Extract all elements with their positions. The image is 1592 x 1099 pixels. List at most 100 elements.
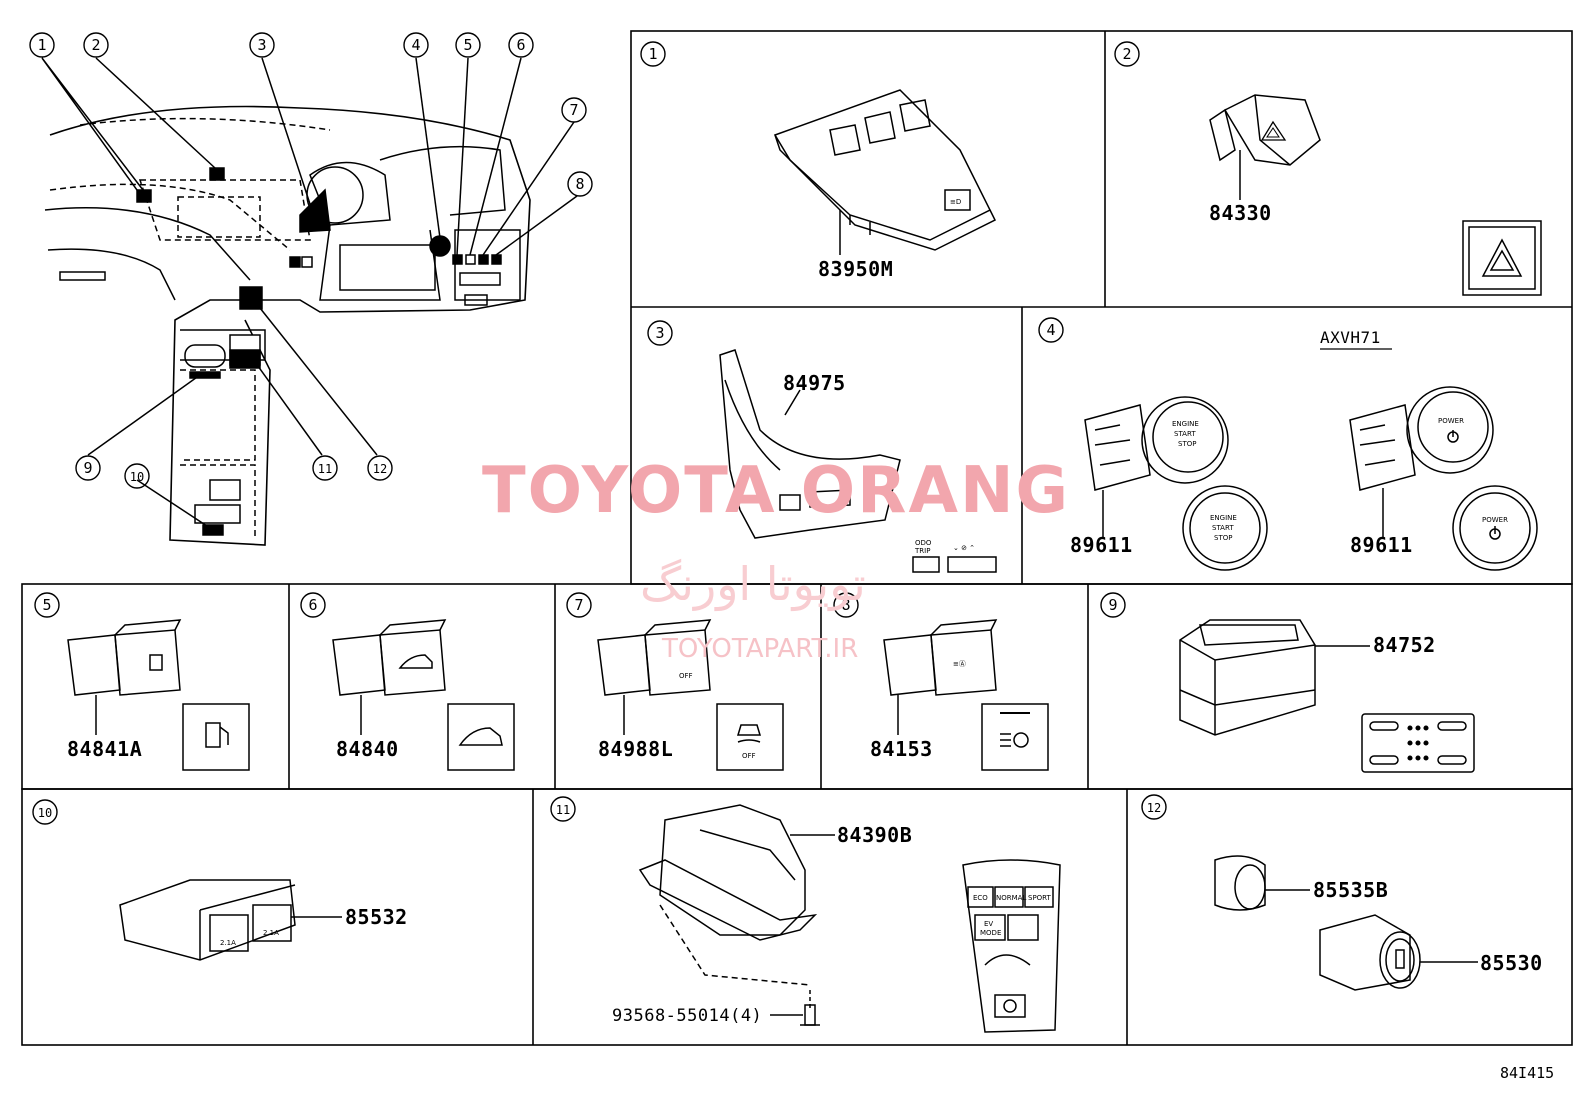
- stop-label-a: STOP: [1178, 440, 1196, 448]
- part-number-93568: 93568-55014(4): [612, 1006, 762, 1026]
- overview-callout-3: 3: [257, 36, 266, 54]
- power-label-a: POWER: [1438, 417, 1464, 425]
- overview-callout-10: 10: [130, 470, 144, 484]
- overview-callout-11: 11: [318, 462, 332, 476]
- watermark: TOYOTA ORANG تویوتا اورنگ TOYOTAPART.IR: [482, 454, 1070, 664]
- engine-label-a: ENGINE: [1172, 420, 1199, 428]
- usb-charger-85532: 2.1A 2.1A: [119, 879, 342, 961]
- variant-axvh71: AXVH71: [1320, 328, 1381, 347]
- part-number-84841a: 84841A: [67, 737, 142, 761]
- overview-callout-7: 7: [569, 101, 578, 119]
- overview-callout-5: 5: [463, 36, 472, 54]
- normal-label: NORMAL: [996, 894, 1026, 902]
- svg-text:STOP: STOP: [1214, 534, 1232, 542]
- usb-label-a: 2.1A: [220, 939, 236, 947]
- usb-label-b: 2.1A: [263, 929, 279, 937]
- ev-label: EV: [984, 920, 993, 928]
- socket-85535b: [1214, 855, 1310, 911]
- overview-callout-1: 1: [37, 36, 46, 54]
- svg-text:ENGINE: ENGINE: [1210, 514, 1237, 522]
- headlight-auto-icon: [981, 703, 1049, 771]
- panel-1-number: 1: [648, 45, 657, 63]
- switch-module-83950m: ≡D: [773, 89, 997, 255]
- panel-2-number: 2: [1122, 45, 1131, 63]
- part-number-85535b: 85535B: [1313, 878, 1388, 902]
- part-number-84153: 84153: [870, 737, 933, 761]
- part-number-85530: 85530: [1480, 951, 1543, 975]
- svg-text:⌄ ⊘ ⌃: ⌄ ⊘ ⌃: [953, 544, 975, 552]
- part-number-84330: 84330: [1209, 201, 1272, 225]
- panel-number-circles: [32, 41, 1167, 825]
- part-number-83950m: 83950M: [818, 257, 893, 281]
- start-label-a: START: [1174, 430, 1196, 438]
- eco-label: ECO: [973, 894, 988, 902]
- svg-text:POWER: POWER: [1482, 516, 1508, 524]
- panel-4-number: 4: [1046, 321, 1055, 339]
- shift-console-84390b: [638, 804, 835, 1010]
- part-number-85532: 85532: [345, 905, 408, 929]
- callout-circles: [29, 32, 593, 489]
- panel-11-number: 11: [556, 803, 570, 817]
- part-number-89611-right: 89611: [1350, 533, 1413, 557]
- seat-heater-switch-84752: [1179, 619, 1370, 736]
- panel-6-number: 6: [308, 596, 317, 614]
- part-number-84752: 84752: [1373, 633, 1436, 657]
- svg-text:≡Ⓐ: ≡Ⓐ: [953, 660, 966, 668]
- panel-grid: [21, 30, 1573, 1046]
- dashboard-overview: 1 2 3 4 5 6 7 8 9 10 11 12: [29, 32, 593, 546]
- traction-switch-84988l: OFF: [597, 619, 712, 735]
- power-button-right: POWER: [1349, 386, 1494, 538]
- watermark-site: TOYOTAPART.IR: [661, 634, 858, 664]
- overview-callout-8: 8: [575, 175, 584, 193]
- engine-start-button-left: ENGINE START STOP: [1084, 396, 1229, 538]
- sport-label: SPORT: [1028, 894, 1052, 902]
- panel-12-number: 12: [1147, 801, 1161, 815]
- bezel-84975: [719, 349, 901, 539]
- power-icon-large: POWER: [1452, 485, 1538, 571]
- watermark-brand: TOYOTA ORANG: [482, 454, 1070, 528]
- trunk-icon-large: [447, 703, 515, 771]
- overview-callout-9: 9: [83, 459, 92, 477]
- part-number-89611-left: 89611: [1070, 533, 1133, 557]
- overview-callout-12: 12: [373, 462, 387, 476]
- hazard-icon: [1462, 220, 1542, 296]
- drive-mode-panel-icon: ECO NORMAL SPORT EV MODE: [962, 859, 1061, 1033]
- seat-heater-icon: [1361, 713, 1475, 773]
- panel-10-number: 10: [38, 806, 52, 820]
- part-number-84975: 84975: [783, 371, 846, 395]
- fuel-door-switch-84841a: [67, 619, 182, 735]
- mode-label: MODE: [980, 929, 1001, 937]
- fuel-door-icon: [149, 654, 163, 671]
- overview-callout-2: 2: [91, 36, 100, 54]
- trunk-icon: [398, 654, 433, 669]
- diagram-id: 84I415: [1500, 1064, 1554, 1082]
- parking-brake-icon: [1003, 999, 1017, 1013]
- watermark-persian: تویوتا اورنگ: [640, 557, 866, 612]
- trip-label: TRIP: [914, 547, 930, 555]
- panel-8-number: 8: [841, 596, 850, 614]
- panel-5-number: 5: [42, 596, 51, 614]
- odo-trip-icons: ODO TRIP ⌄ ⊘ ⌃: [912, 539, 997, 573]
- svg-text:OFF: OFF: [742, 752, 756, 760]
- headlight-switch-84153: ≡Ⓐ: [883, 619, 998, 735]
- part-number-84390b: 84390B: [837, 823, 912, 847]
- overview-callout-6: 6: [516, 36, 525, 54]
- panel-9-number: 9: [1108, 596, 1117, 614]
- overview-callout-4: 4: [411, 36, 420, 54]
- traction-off-icon: OFF: [716, 703, 784, 771]
- part-number-84840: 84840: [336, 737, 399, 761]
- svg-text:START: START: [1212, 524, 1234, 532]
- panel-7-number: 7: [574, 596, 583, 614]
- hazard-switch-84330: [1209, 94, 1321, 200]
- off-label: OFF: [679, 672, 693, 680]
- panel-3-number: 3: [655, 324, 664, 342]
- trunk-switch-84840: [332, 619, 447, 735]
- socket-85530: [1319, 914, 1478, 991]
- engine-start-icon: ENGINE START STOP: [1182, 485, 1268, 571]
- odo-label: ODO: [915, 539, 932, 547]
- fuel-door-icon-large: [182, 703, 250, 771]
- screw-93568: [770, 1004, 820, 1026]
- part-number-84988l: 84988L: [598, 737, 673, 761]
- svg-text:≡D: ≡D: [950, 198, 961, 206]
